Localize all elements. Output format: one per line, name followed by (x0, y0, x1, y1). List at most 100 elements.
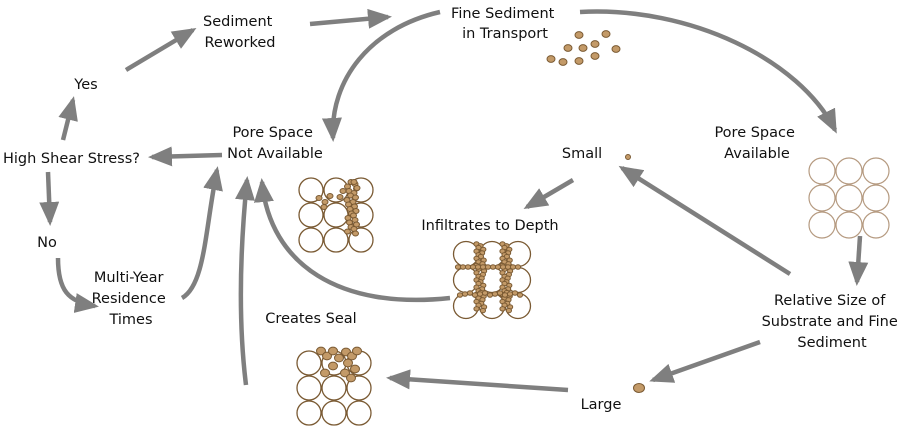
fine-grain (352, 230, 359, 237)
fine-grain (454, 264, 462, 270)
arrow-high-shear-to-no (39, 171, 60, 226)
substrate-grain (862, 184, 890, 212)
fine-grain (316, 346, 326, 356)
fine-grain (574, 31, 584, 39)
fine-grain (514, 264, 522, 270)
substrate-grain (808, 184, 836, 212)
substrate-grain (296, 375, 322, 401)
substrate-grain (862, 157, 890, 185)
fine-grain (344, 228, 351, 235)
fine-grain (499, 264, 507, 270)
arrow-no-to-residence (55, 257, 99, 313)
label-pore-space-not-available: Pore Space Not Available (227, 125, 323, 162)
arrow-seal-to-not-available (235, 176, 255, 386)
small-particle-icon (625, 154, 631, 160)
fine-grain (346, 373, 356, 383)
fine-grain (601, 30, 611, 38)
fine-grain (320, 368, 330, 378)
fine-grain (466, 290, 474, 296)
fine-grain (471, 292, 479, 298)
fine-grain (501, 292, 509, 298)
fine-grain (590, 40, 600, 48)
fine-grain (350, 364, 360, 374)
arrow-yes-to-reworked (124, 27, 197, 72)
label-yes: Yes (73, 77, 97, 93)
fine-grain (509, 264, 517, 270)
arrow-not-available-to-high-shear (148, 146, 223, 167)
fine-grain (481, 290, 489, 296)
label-sediment-reworked: Sediment Reworked (203, 14, 277, 51)
arrow-fine-sediment-to-not-available (321, 9, 441, 142)
fine-grain (511, 290, 519, 296)
fine-grain (491, 291, 499, 297)
arrow-residence-to-not-available (180, 166, 223, 300)
fine-grain (464, 264, 472, 270)
substrate-grain (346, 375, 372, 401)
substrate-grain (835, 184, 863, 212)
substrate-grain (808, 157, 836, 185)
fine-grain (315, 194, 323, 202)
fine-grain (321, 198, 329, 206)
fine-grain (473, 306, 480, 312)
fine-grain (504, 264, 512, 270)
fine-grain (574, 57, 584, 65)
label-small: Small (562, 146, 602, 162)
substrate-grain (321, 400, 347, 426)
fine-grain (336, 193, 344, 201)
fine-grain (322, 351, 332, 361)
fine-grain (506, 291, 514, 297)
fine-grain (339, 187, 347, 195)
arrow-high-shear-to-yes (58, 96, 78, 141)
open-pore-grain-grid-icon (808, 157, 890, 239)
fine-grain (516, 292, 524, 298)
fine-grain (499, 306, 506, 312)
arrow-available-to-relative-size (848, 235, 869, 286)
fine-grain (352, 346, 362, 356)
fine-grain (590, 52, 600, 60)
fine-grain (505, 307, 512, 314)
arrow-relative-size-to-small (618, 165, 792, 276)
fine-grain (486, 292, 494, 298)
arrow-infiltrates-to-not-available (253, 178, 451, 303)
infiltrated-grain-grid-icon (452, 240, 532, 320)
arrow-fine-sediment-to-available (579, 9, 838, 134)
fine-grain (328, 346, 338, 356)
fine-sediment-particles-icon (546, 30, 621, 66)
fine-grain (343, 358, 353, 368)
label-no: No (37, 235, 57, 251)
substrate-grain (323, 227, 349, 253)
fine-grain (474, 264, 482, 270)
fine-grain (489, 264, 497, 270)
substrate-grain (835, 211, 863, 239)
fine-grain (476, 291, 484, 297)
fine-grain (326, 192, 334, 200)
substrate-grain (323, 202, 349, 228)
fine-grain (340, 368, 350, 378)
fine-grain (334, 353, 344, 363)
fine-grain (469, 264, 477, 270)
large-particle-icon (633, 383, 645, 393)
fine-grain (494, 264, 502, 270)
fine-grain (328, 361, 338, 371)
label-multi-year-residence-times: Multi-Year Residence Times (92, 270, 171, 328)
arrow-small-to-infiltrates (523, 178, 575, 210)
label-fine-sediment: Fine Sediment in Transport (451, 6, 559, 42)
arrow-relative-size-to-large (649, 339, 761, 383)
fine-grain (479, 307, 486, 314)
substrate-grain (835, 157, 863, 185)
label-infiltrates-to-depth: Infiltrates to Depth (421, 218, 558, 234)
fine-grain (558, 58, 568, 66)
label-high-shear-stress: High Shear Stress? (3, 151, 140, 167)
filled-pore-grain-grid-icon (298, 177, 374, 253)
fine-grain (479, 264, 487, 270)
fine-grain (456, 292, 464, 298)
substrate-grain (298, 227, 324, 253)
substrate-grain (346, 400, 372, 426)
substrate-grain (298, 202, 324, 228)
arrow-large-to-seal (386, 369, 569, 393)
substrate-grain (321, 375, 347, 401)
label-relative-size: Relative Size of Substrate and Fine Sedi… (762, 293, 900, 351)
fine-grain (459, 264, 467, 270)
